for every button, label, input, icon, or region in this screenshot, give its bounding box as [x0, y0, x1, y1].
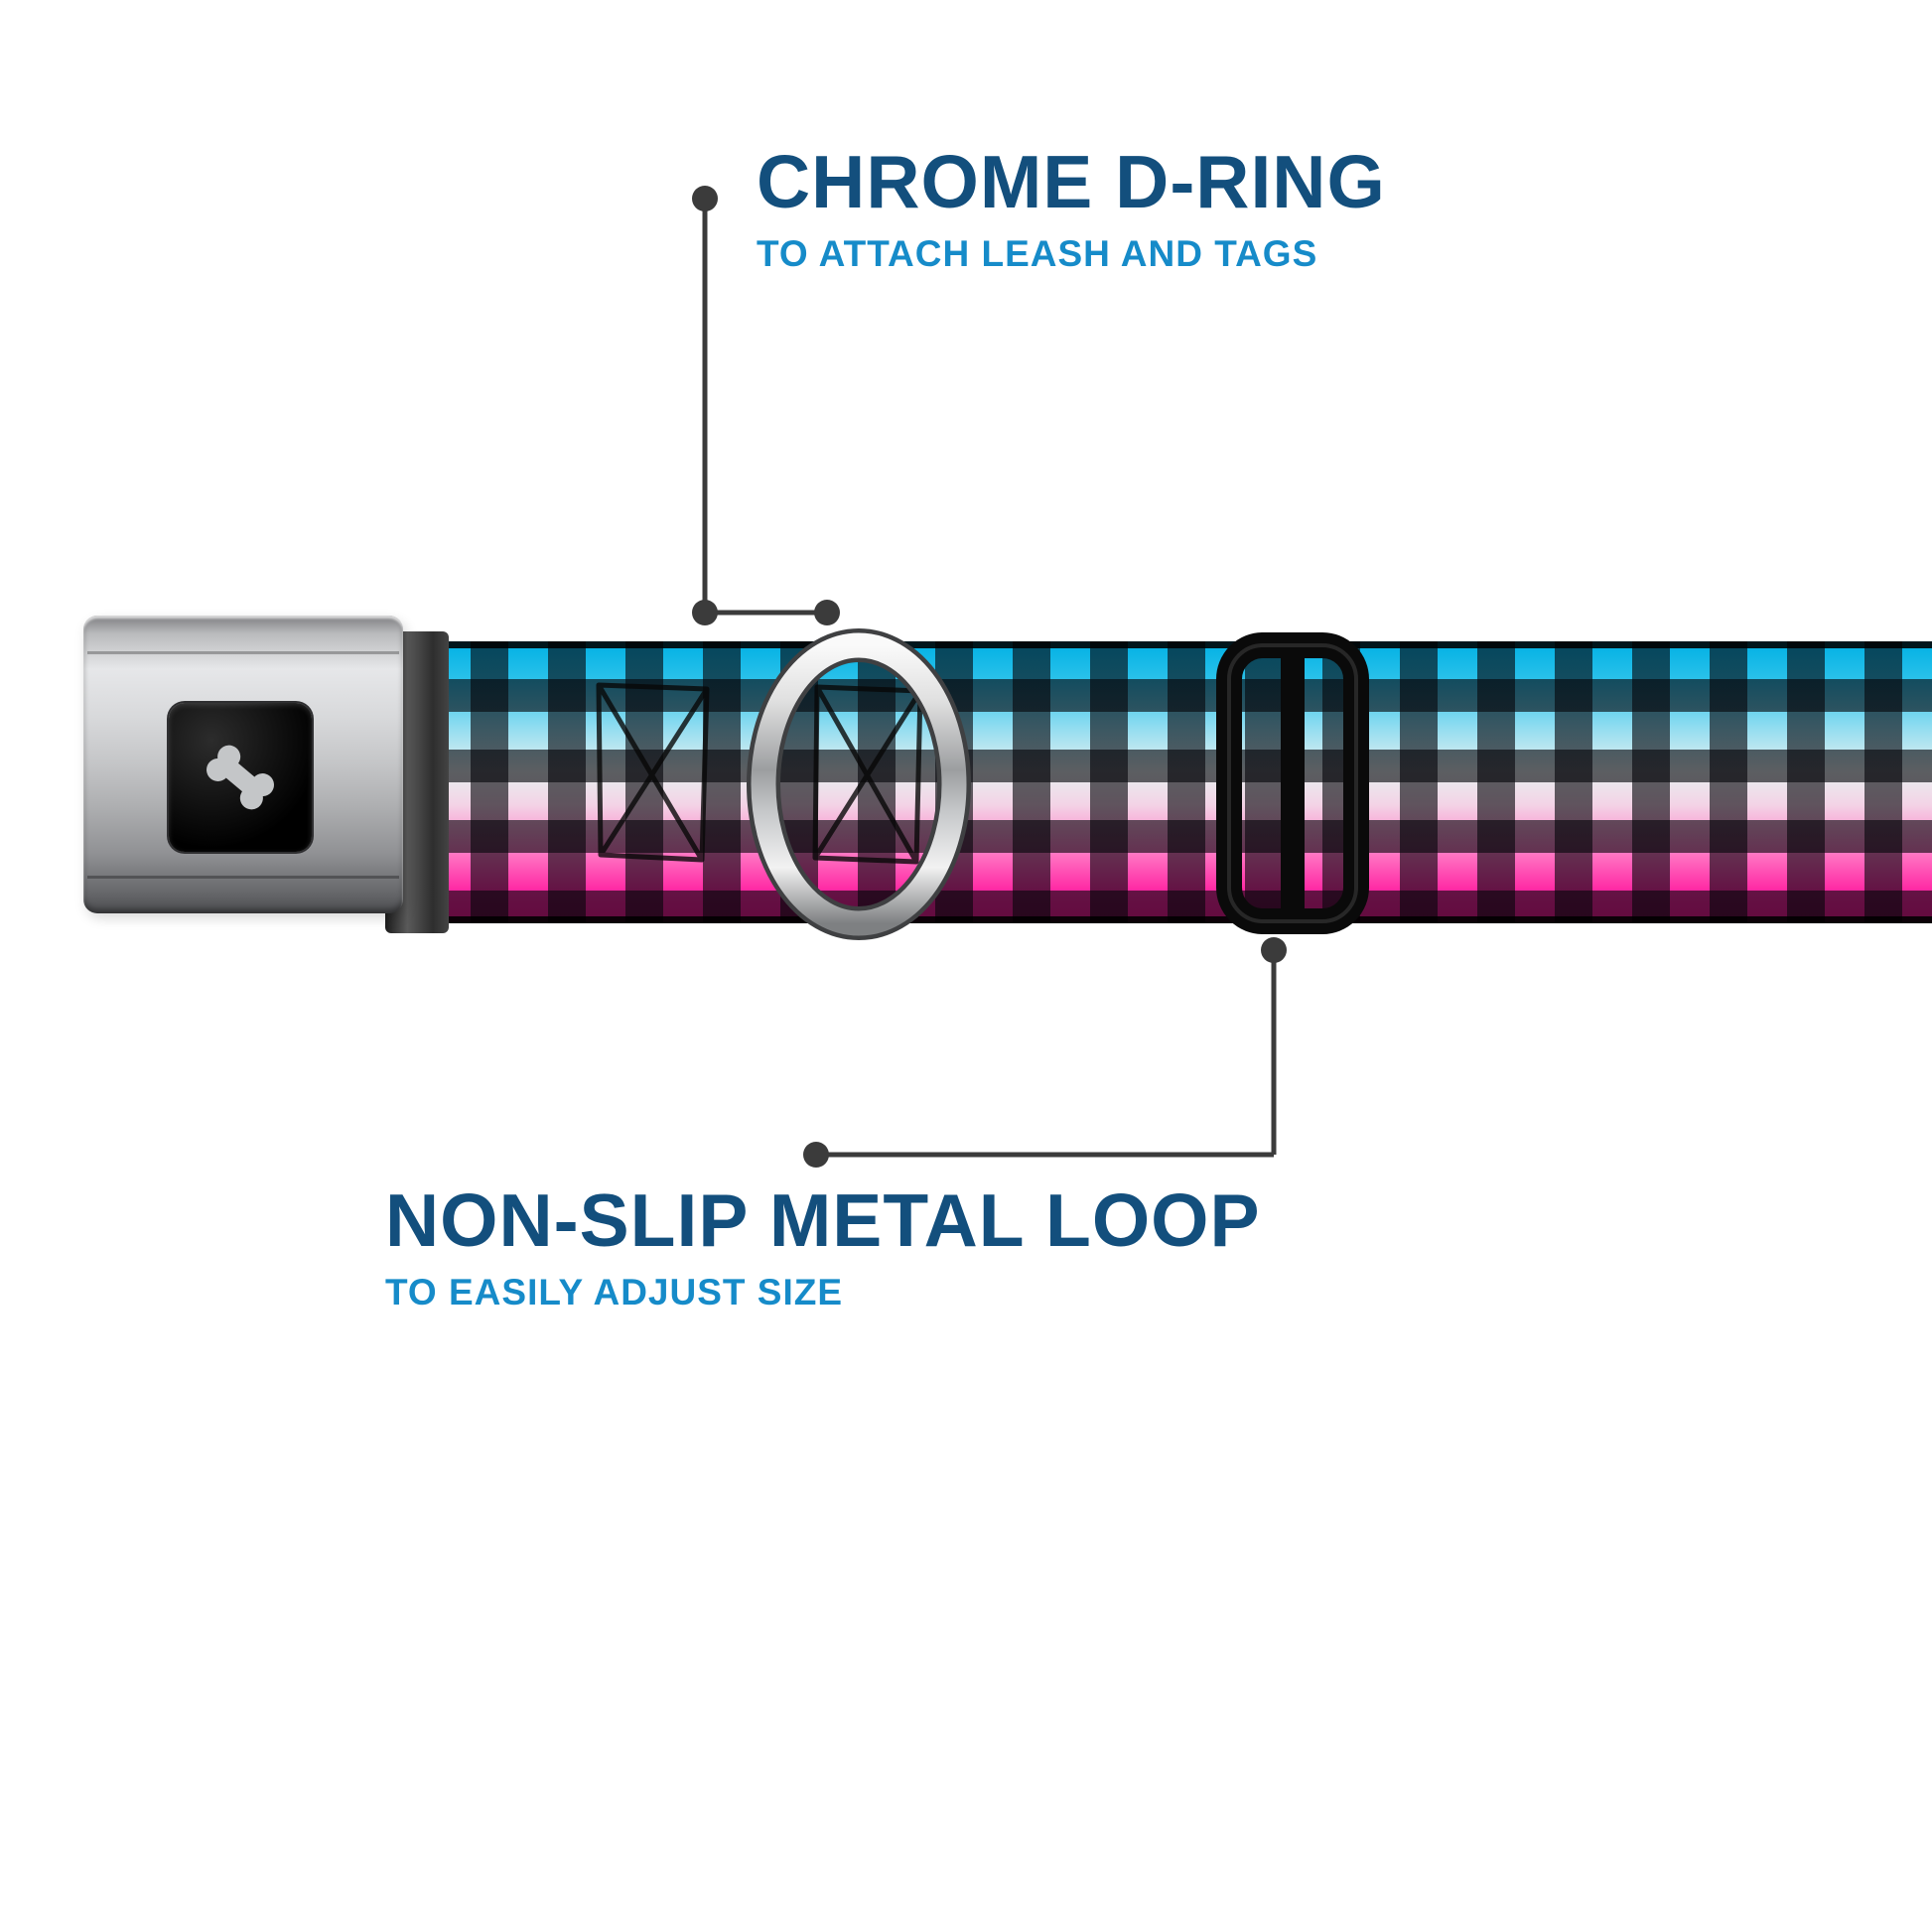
- callout-metal-loop: NON-SLIP METAL LOOP TO EASILY ADJUST SIZ…: [385, 1183, 1261, 1311]
- stitching-marks: [596, 682, 923, 865]
- metal-loop-slider: [1216, 632, 1369, 934]
- chrome-d-ring: [747, 628, 971, 940]
- callout-d-ring: CHROME D-RING TO ATTACH LEASH AND TAGS: [757, 140, 1386, 274]
- buckle-logo-plate: [169, 703, 312, 852]
- metal-loop-subtitle: TO EASILY ADJUST SIZE: [385, 1272, 844, 1312]
- d-ring-title: CHROME D-RING: [757, 140, 1386, 223]
- dog-bone-icon: [207, 745, 274, 810]
- buckle-seam: [87, 876, 399, 879]
- d-ring-subtitle: TO ATTACH LEASH AND TAGS: [757, 233, 1318, 274]
- metal-loop-title: NON-SLIP METAL LOOP: [385, 1178, 1261, 1262]
- buckle-seam: [87, 651, 399, 654]
